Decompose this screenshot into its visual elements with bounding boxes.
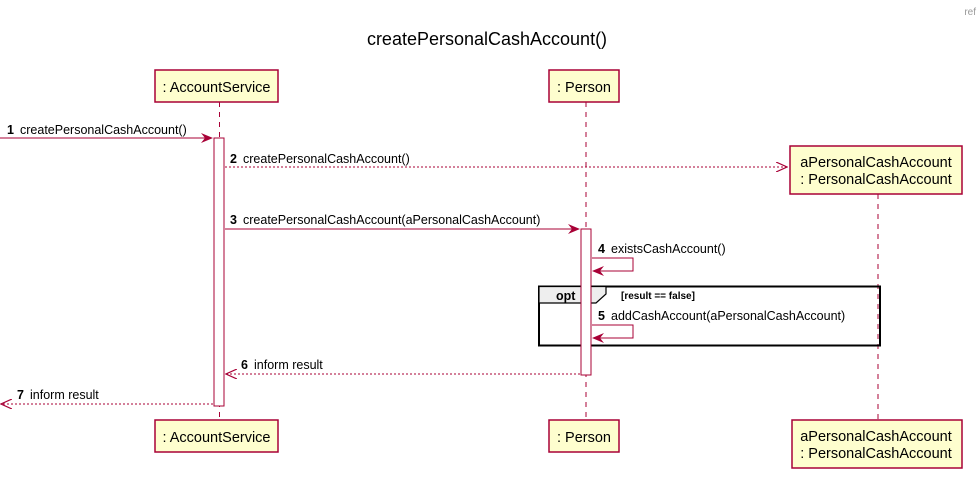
participant-personal-cash-account-name: aPersonalCashAccount [800, 429, 952, 445]
message-7-label: inform result [30, 388, 99, 402]
message-5-number: 5 [598, 309, 605, 323]
participant-person-label: : Person [557, 430, 611, 446]
participant-account-service-top: : AccountService [154, 69, 279, 103]
message-7: 7 inform result [1, 388, 213, 404]
participant-person-top: : Person [548, 69, 620, 103]
corner-label: ref [964, 7, 976, 18]
message-6: 6 inform result [226, 358, 580, 374]
participant-personal-cash-account-type: : PersonalCashAccount [800, 446, 952, 462]
message-1-label: createPersonalCashAccount() [20, 123, 187, 137]
participant-personal-cash-account-bottom: aPersonalCashAccount : PersonalCashAccou… [791, 419, 963, 469]
participant-person-bottom: : Person [548, 419, 620, 453]
participant-personal-cash-account-top: aPersonalCashAccount : PersonalCashAccou… [789, 145, 963, 195]
participant-account-service-label: : AccountService [163, 80, 271, 96]
message-2: 2 createPersonalCashAccount() [225, 152, 787, 167]
message-2-label: createPersonalCashAccount() [243, 152, 410, 166]
message-6-number: 6 [241, 358, 248, 372]
participant-personal-cash-account-name: aPersonalCashAccount [800, 155, 952, 171]
activation-account-service [213, 137, 225, 407]
participant-person-label: : Person [557, 80, 611, 96]
message-7-number: 7 [17, 388, 24, 402]
participant-account-service-bottom: : AccountService [154, 419, 279, 453]
opt-fragment-guard: [result == false] [621, 291, 695, 302]
message-4-label: existsCashAccount() [611, 242, 726, 256]
message-4-number: 4 [598, 242, 605, 256]
participant-personal-cash-account-type: : PersonalCashAccount [800, 172, 952, 188]
message-3-label: createPersonalCashAccount(aPersonalCashA… [243, 213, 540, 227]
message-6-label: inform result [254, 358, 323, 372]
opt-fragment-label: opt [556, 289, 576, 303]
message-3-number: 3 [230, 213, 237, 227]
participant-account-service-label: : AccountService [163, 430, 271, 446]
message-4: 4 existsCashAccount() [592, 242, 726, 276]
message-2-number: 2 [230, 152, 237, 166]
message-5: 5 addCashAccount(aPersonalCashAccount) [592, 309, 845, 343]
activation-person [580, 228, 592, 376]
message-3: 3 createPersonalCashAccount(aPersonalCas… [225, 213, 580, 234]
message-1: 1 createPersonalCashAccount() [0, 123, 213, 143]
message-5-label: addCashAccount(aPersonalCashAccount) [611, 309, 845, 323]
message-1-number: 1 [7, 123, 14, 137]
diagram-title: createPersonalCashAccount() [367, 29, 607, 49]
